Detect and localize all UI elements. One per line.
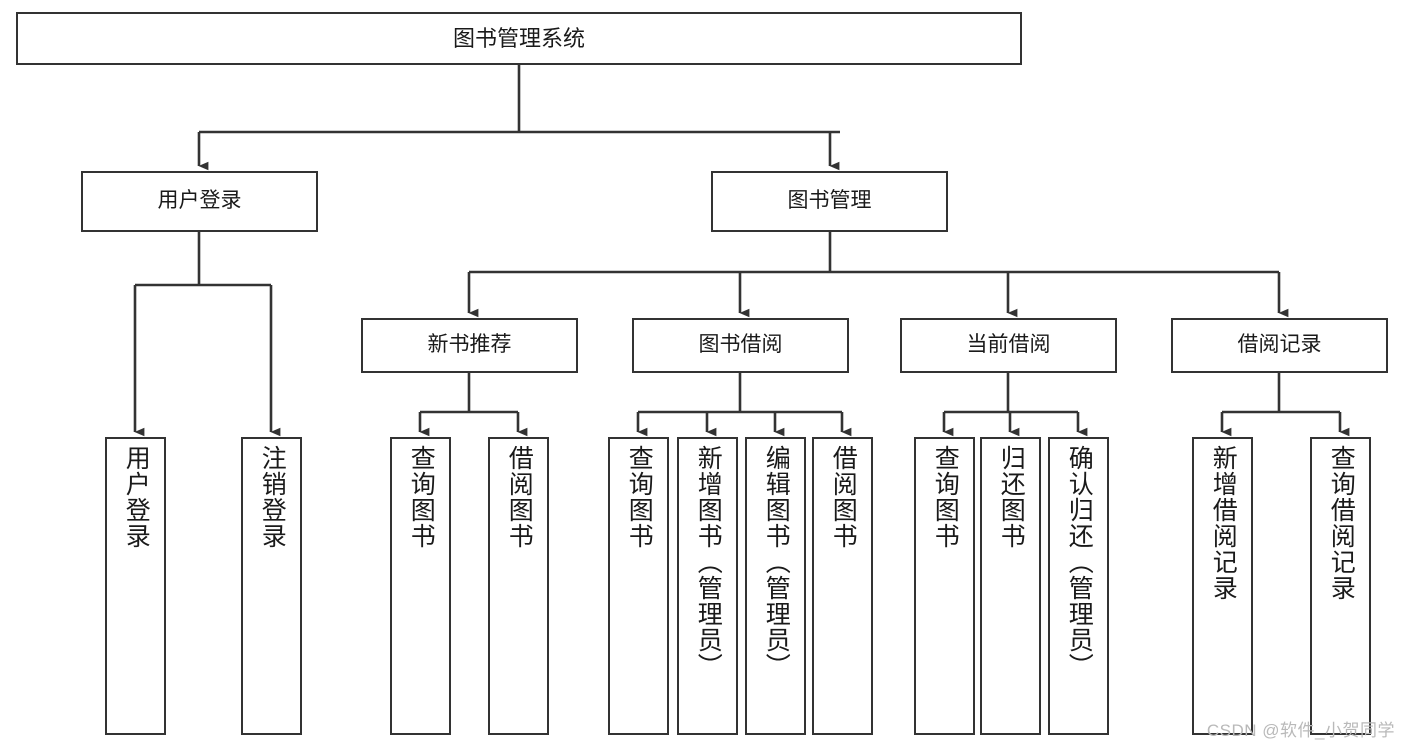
node-leaf-logout[interactable]: 注销登录 (241, 437, 302, 735)
node-borrow-record[interactable]: 借阅记录 (1171, 318, 1388, 373)
node-leaf-confirm-return-label: 确认归还（管理员） (1065, 445, 1094, 679)
node-leaf-add-book[interactable]: 新增图书（管理员） (677, 437, 738, 735)
node-leaf-borrow-book-2[interactable]: 借阅图书 (812, 437, 873, 735)
node-leaf-confirm-return[interactable]: 确认归还（管理员） (1048, 437, 1109, 735)
node-user-login-label: 用户登录 (157, 189, 242, 213)
node-leaf-borrow-book-1-label: 借阅图书 (505, 445, 534, 549)
node-leaf-borrow-book-2-label: 借阅图书 (829, 445, 858, 549)
node-leaf-query-book-3-label: 查询图书 (931, 445, 960, 549)
node-leaf-edit-book-label: 编辑图书（管理员） (762, 445, 791, 679)
csdn-watermark: CSDN @软件_小贺同学 (1206, 721, 1395, 740)
node-leaf-borrow-book-1[interactable]: 借阅图书 (488, 437, 549, 735)
node-current-borrow-label: 当前借阅 (966, 333, 1051, 357)
node-leaf-query-record-label: 查询借阅记录 (1327, 445, 1356, 601)
node-leaf-logout-label: 注销登录 (258, 445, 287, 549)
node-leaf-add-book-label: 新增图书（管理员） (694, 445, 723, 679)
node-book-management-label: 图书管理 (787, 189, 872, 213)
node-leaf-add-record-label: 新增借阅记录 (1209, 445, 1238, 601)
node-root-label: 图书管理系统 (452, 25, 585, 51)
node-leaf-query-book-1-label: 查询图书 (407, 445, 436, 549)
node-new-book-recommend-label: 新书推荐 (427, 333, 512, 357)
node-leaf-add-record[interactable]: 新增借阅记录 (1192, 437, 1253, 735)
node-leaf-user-login[interactable]: 用户登录 (105, 437, 166, 735)
node-leaf-query-book-2[interactable]: 查询图书 (608, 437, 669, 735)
node-leaf-query-book-2-label: 查询图书 (625, 445, 654, 549)
node-leaf-return-book-label: 归还图书 (997, 445, 1026, 549)
node-root[interactable]: 图书管理系统 (16, 12, 1022, 65)
node-book-management[interactable]: 图书管理 (711, 171, 948, 232)
node-leaf-query-book-3[interactable]: 查询图书 (914, 437, 975, 735)
node-book-borrow[interactable]: 图书借阅 (632, 318, 849, 373)
node-leaf-edit-book[interactable]: 编辑图书（管理员） (745, 437, 806, 735)
node-user-login[interactable]: 用户登录 (81, 171, 318, 232)
node-leaf-user-login-label: 用户登录 (122, 445, 151, 549)
node-book-borrow-label: 图书借阅 (698, 333, 783, 357)
node-leaf-query-book-1[interactable]: 查询图书 (390, 437, 451, 735)
node-leaf-return-book[interactable]: 归还图书 (980, 437, 1041, 735)
node-current-borrow[interactable]: 当前借阅 (900, 318, 1117, 373)
node-leaf-query-record[interactable]: 查询借阅记录 (1310, 437, 1371, 735)
node-borrow-record-label: 借阅记录 (1237, 333, 1322, 357)
node-new-book-recommend[interactable]: 新书推荐 (361, 318, 578, 373)
